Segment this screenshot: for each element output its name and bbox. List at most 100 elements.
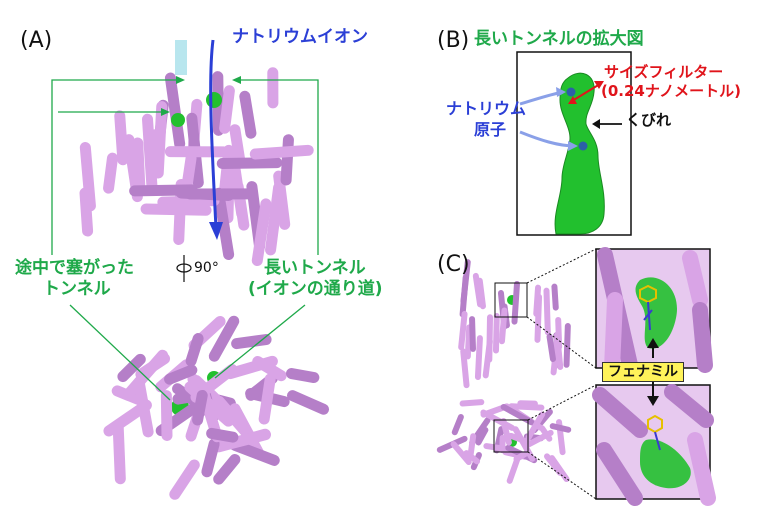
helix-cylinder <box>229 403 265 460</box>
helix-cylinder <box>117 353 146 383</box>
helix-cylinder <box>201 438 220 478</box>
helix-cylinder <box>508 403 545 411</box>
tunnel-zoom-title: 長いトンネルの拡大図 <box>474 29 644 49</box>
zoom-line-4 <box>527 451 597 500</box>
helix-cylinder <box>286 368 320 384</box>
helix-cylinder <box>459 274 469 318</box>
size-filter-label-2: (0.24ナノメートル) <box>601 82 741 100</box>
helix-cylinder <box>682 250 708 308</box>
helix-cylinder <box>157 195 220 208</box>
size-filter-arrowhead-a <box>568 96 577 104</box>
helix-cylinder <box>252 356 287 382</box>
helix-cylinder <box>219 85 235 134</box>
inset-tunnel-top <box>640 439 691 489</box>
helix-cylinder <box>79 142 96 212</box>
helix-cylinder <box>469 316 476 352</box>
helix-cylinder <box>114 110 129 166</box>
constriction-label: くびれ <box>626 111 672 129</box>
protein-top-view <box>103 315 330 500</box>
protein-side-view <box>79 40 517 447</box>
helix-cylinder <box>175 187 234 202</box>
helix-cylinder <box>286 390 330 415</box>
tunnel-marker <box>206 92 222 108</box>
callout-arrowhead-2 <box>161 108 170 116</box>
helix-cylinder <box>265 182 285 256</box>
size-filter-arrowhead-b <box>594 81 604 89</box>
long-tunnel-pointer <box>214 304 306 379</box>
helix-cylinder <box>147 129 161 180</box>
fenamil-arrowhead-down <box>647 396 659 406</box>
helix-cylinder <box>216 157 283 169</box>
tunnel-marker <box>171 113 185 127</box>
helix-cylinder <box>463 450 481 465</box>
tunnel-shape <box>554 72 605 235</box>
helix-cylinder <box>551 283 559 311</box>
panel-label-b: (B) <box>437 28 470 53</box>
sodium-pointer-lower-head <box>568 141 578 151</box>
helix-cylinder <box>511 281 520 325</box>
panel-label-a: (A) <box>20 28 53 53</box>
helix-cylinder <box>563 323 571 368</box>
long-tunnel-label-1: 長いトンネル <box>264 258 366 278</box>
helix-cylinder <box>135 353 171 380</box>
helix-cylinder <box>486 314 494 363</box>
helix-cylinder <box>103 399 152 437</box>
sodium-atom-label-2: 原子 <box>474 120 507 139</box>
long-tunnel-label-2: (イオンの通り道) <box>248 279 383 299</box>
helix-cylinder <box>464 324 473 360</box>
helix-cylinder <box>474 335 483 380</box>
inset-tunnel-side <box>635 277 678 349</box>
zoom-line-3 <box>527 384 597 421</box>
fenamil-label: フェナミル <box>602 362 684 383</box>
ion-path-arrowhead <box>209 222 223 240</box>
helix-cylinder <box>458 310 468 351</box>
helix-cylinder <box>112 419 126 485</box>
blocked-tunnel-label-2: トンネル <box>43 279 111 299</box>
helix-cylinder <box>525 411 546 441</box>
panel-label-c: (C) <box>437 252 470 277</box>
helix-cylinder <box>592 387 648 438</box>
size-filter-label-1: サイズフィルター <box>604 63 724 81</box>
sodium-pointer-upper-head <box>556 87 566 97</box>
fenamil-molecule-side <box>639 284 657 331</box>
inset-helices <box>592 247 716 506</box>
ion-path-arrow <box>209 39 218 229</box>
helix-cylinder <box>249 144 314 160</box>
helix-cylinder <box>160 390 173 441</box>
zoom-line-1 <box>526 248 597 284</box>
helix-cylinder <box>492 313 500 354</box>
callout-arrowhead-3 <box>232 76 241 84</box>
rotate-label: 90° <box>194 260 219 276</box>
helix-cylinder <box>280 134 294 186</box>
helix-cylinder <box>103 152 118 194</box>
blocked-tunnel-callout-line-top <box>51 79 180 255</box>
constriction-arrowhead <box>592 119 600 129</box>
helix-cylinder <box>544 453 563 476</box>
protein-top-view-small <box>436 399 572 484</box>
helix-cylinder <box>546 333 556 363</box>
callout-arrowhead-1 <box>176 76 185 84</box>
helix-cylinder <box>472 272 484 308</box>
helix-cylinder <box>213 453 241 485</box>
sodium-ion-label: ナトリウムイオン <box>232 27 368 47</box>
blocked-tunnel-pointer <box>69 304 171 401</box>
helix-cylinder <box>513 449 531 462</box>
fenamil-molecule-top <box>647 414 663 451</box>
helix-cylinder <box>596 442 643 506</box>
helix-cylinder <box>239 90 257 139</box>
helix-cylinder <box>555 316 563 350</box>
helix-cylinder <box>229 124 246 168</box>
zoom-region-side <box>494 282 528 318</box>
helix-cylinder <box>450 441 472 466</box>
blocked-tunnel-label-1: 途中で塞がった <box>15 258 134 278</box>
helix-cylinder <box>523 429 554 449</box>
helix-cylinder <box>185 333 204 367</box>
helix-cylinder <box>206 427 239 443</box>
helix-cylinder <box>498 307 508 345</box>
helix-cylinder <box>164 72 186 150</box>
size-filter-arrow <box>571 83 601 102</box>
helix-cylinder <box>500 417 512 446</box>
sodium-atom-lower <box>578 141 588 151</box>
helix-cylinder <box>258 373 276 425</box>
